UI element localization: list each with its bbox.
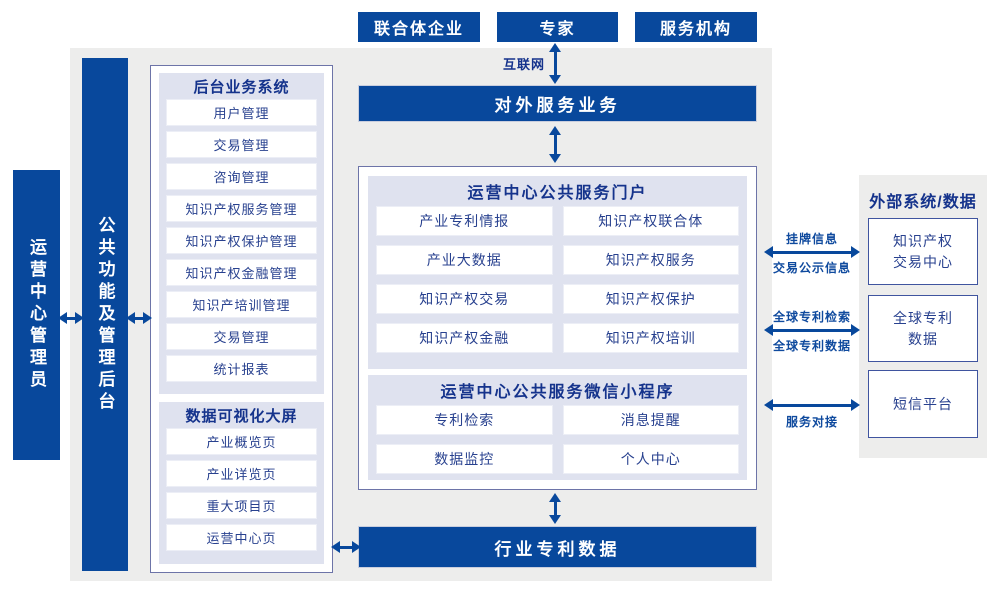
double-arrow-admin-backend-icon [58,311,84,325]
double-arrow-portal-patent-icon [548,493,562,524]
double-arrow-sms-platform-icon [764,398,860,412]
ext-box-line: 全球专利 [893,309,953,326]
miniprogram-items: 专利检索 消息提醒 数据监控 个人中心 [368,405,747,484]
portal-item: 知识产权联合体 [562,206,739,236]
ext-box-line: 短信平台 [893,395,953,412]
backend-item: 知识产权金融管理 [166,259,317,286]
external-system-ip-trade-center: 知识产权 交易中心 [868,218,978,285]
backend-item: 知识产培训管理 [166,291,317,318]
portal-panel: 运营中心公共服务门户 产业专利情报 知识产权联合体 产业大数据 知识产权服务 知… [358,166,757,490]
internet-label: 互联网 [502,57,545,72]
double-arrow-panel-patentdata-icon [331,540,361,554]
external-system-global-patent-data: 全球专利 数据 [868,295,978,362]
connection-label-global-patent-search: 全球专利检索 [772,310,851,324]
left-backend-panel: 后台业务系统 用户管理 交易管理 咨询管理 知识产权服务管理 知识产权保护管理 … [150,65,333,573]
actor-expert: 专家 [497,12,618,42]
backend-system-title: 后台业务系统 [193,78,290,96]
portal-section: 运营中心公共服务门户 产业专利情报 知识产权联合体 产业大数据 知识产权服务 知… [368,176,747,369]
miniprogram-item: 数据监控 [376,444,553,474]
backend-item: 交易管理 [166,131,317,158]
backend-item: 统计报表 [166,355,317,382]
backend-system-items: 用户管理 交易管理 咨询管理 知识产权服务管理 知识产权保护管理 知识产权金融管… [159,99,324,390]
actor-consortium-enterprise: 联合体企业 [358,12,480,42]
visualization-item: 运营中心页 [166,524,317,551]
double-arrow-trade-center-icon [764,245,860,259]
backend-item: 咨询管理 [166,163,317,190]
portal-item: 知识产权交易 [376,284,553,314]
ext-box-line: 知识产权 [893,232,953,249]
backend-item: 用户管理 [166,99,317,126]
portal-items: 产业专利情报 知识产权联合体 产业大数据 知识产权服务 知识产权交易 知识产权保… [368,206,747,363]
double-arrow-internet-icon [548,43,562,84]
connection-label-trade-publicity: 交易公示信息 [772,261,851,275]
backend-item: 知识产权服务管理 [166,195,317,222]
miniprogram-item: 专利检索 [376,405,553,435]
external-system-sms-platform: 短信平台 [868,370,978,438]
external-service-bar: 对外服务业务 [358,85,757,122]
connection-label-service-docking: 服务对接 [785,415,838,429]
visualization-item: 产业概览页 [166,428,317,455]
portal-item: 产业大数据 [376,245,553,275]
miniprogram-title: 运营中心公共服务微信小程序 [440,384,675,401]
double-arrow-service-portal-icon [548,126,562,163]
industry-patent-data-bar: 行业专利数据 [358,526,757,568]
portal-title: 运营中心公共服务门户 [467,185,648,202]
visualization-title: 数据可视化大屏 [185,407,298,425]
visualization-item: 重大项目页 [166,492,317,519]
ext-box-line: 数据 [908,330,938,347]
backend-item: 交易管理 [166,323,317,350]
backend-item: 知识产权保护管理 [166,227,317,254]
backend-functions-bar: 公共功能及管理后台 [82,58,128,571]
connection-label-global-patent-data: 全球专利数据 [772,339,851,353]
portal-item: 知识产权金融 [376,323,553,353]
visualization-section: 数据可视化大屏 产业概览页 产业详览页 重大项目页 运营中心页 [159,402,324,564]
actor-service-agency: 服务机构 [635,12,757,42]
portal-item: 知识产权保护 [562,284,739,314]
miniprogram-section: 运营中心公共服务微信小程序 专利检索 消息提醒 数据监控 个人中心 [368,375,747,480]
visualization-items: 产业概览页 产业详览页 重大项目页 运营中心页 [159,428,324,559]
portal-item: 知识产权培训 [562,323,739,353]
portal-item: 产业专利情报 [376,206,553,236]
external-systems-title: 外部系统/数据 [869,194,977,211]
backend-system-section: 后台业务系统 用户管理 交易管理 咨询管理 知识产权服务管理 知识产权保护管理 … [159,73,324,394]
connection-label-listing-info: 挂牌信息 [785,232,838,246]
ext-box-line: 交易中心 [893,253,953,270]
visualization-item: 产业详览页 [166,460,317,487]
admin-role-bar: 运营中心管理员 [13,170,60,460]
miniprogram-item: 消息提醒 [562,405,739,435]
double-arrow-backend-panel-icon [126,311,152,325]
miniprogram-item: 个人中心 [562,444,739,474]
double-arrow-global-patent-icon [764,323,860,337]
portal-item: 知识产权服务 [562,245,739,275]
